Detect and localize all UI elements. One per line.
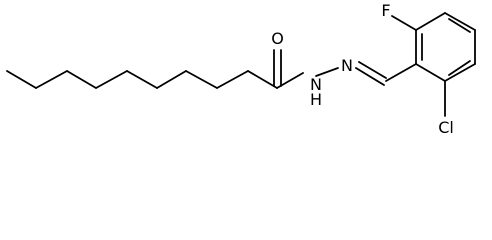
bond-c1-c2: [6, 70, 37, 89]
molecule-structure: O N N H F Cl: [6, 1, 476, 137]
bond-c9-c10: [247, 70, 278, 89]
imine-nitrogen-label: N: [341, 56, 353, 75]
oxygen-atom-label: O: [271, 29, 284, 48]
structure-canvas: O N N H F Cl: [6, 1, 476, 137]
benzene-ring: [415, 12, 476, 82]
bond-c4-c5: [95, 70, 128, 89]
imine-double-bond: [355, 61, 387, 86]
alkyl-chain: [6, 70, 278, 89]
amide-nitrogen-label: N: [310, 75, 322, 94]
chlorine-atom-label: Cl: [438, 118, 454, 137]
bond-carbonyl-nh: [276, 72, 304, 89]
fluorine-atom-label: F: [381, 1, 390, 20]
bond-ch-ring: [385, 63, 417, 82]
carbonyl-double-bond: [273, 49, 282, 87]
bond-c2-c3: [35, 70, 68, 89]
bond-ring-f: [391, 15, 417, 31]
amide-hydrogen-label: H: [310, 90, 322, 109]
bond-c5-c6: [126, 70, 158, 89]
bond-c6-c7: [156, 70, 187, 89]
bond-c3-c4: [66, 70, 97, 89]
bond-n-n: [315, 67, 339, 77]
bond-c8-c9: [216, 70, 249, 89]
bond-c7-c8: [185, 70, 218, 89]
